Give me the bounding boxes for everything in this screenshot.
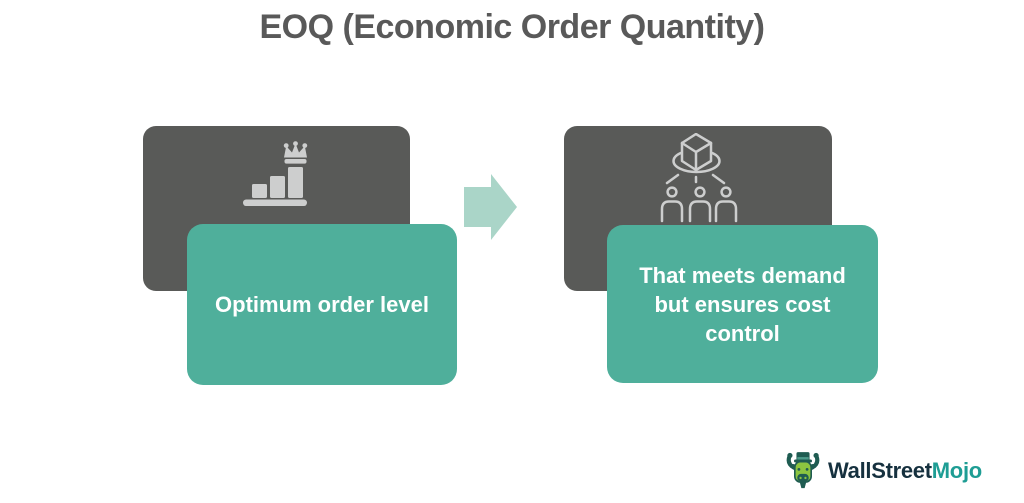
caption-left: Optimum order level	[215, 292, 429, 317]
brand-name-mojo: Mojo	[931, 458, 982, 483]
bull-mascot-icon	[786, 452, 820, 489]
bar-chart-crown-icon	[243, 141, 308, 206]
brand-logo: WallStreetMojo	[785, 446, 982, 496]
caption-right: That meets demand but ensures cost contr…	[639, 262, 846, 346]
page-title: EOQ (Economic Order Quantity)	[259, 8, 765, 46]
caption-card-left: Optimum order level	[187, 224, 457, 385]
caption-card-right: That meets demand but ensures cost contr…	[607, 225, 878, 383]
brand-name: WallStreetMojo	[828, 458, 982, 484]
package-distribution-icon	[660, 133, 738, 223]
right-arrow-icon	[464, 174, 517, 240]
brand-name-wallstreet: WallStreet	[828, 458, 932, 483]
